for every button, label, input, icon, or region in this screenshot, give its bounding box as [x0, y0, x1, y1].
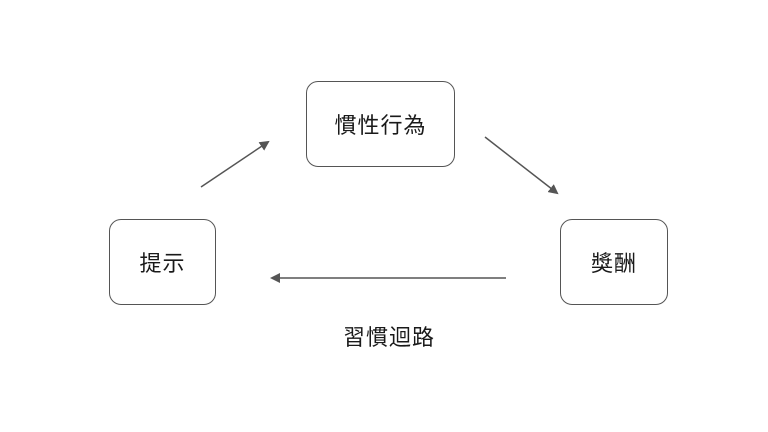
node-cue: 提示 — [109, 219, 216, 305]
node-behavior: 慣性行為 — [306, 81, 455, 167]
diagram-caption: 習慣迴路 — [342, 326, 435, 351]
arrow-cue-to-behavior — [200, 140, 270, 188]
arrow-behavior-to-reward — [484, 136, 559, 195]
node-reward: 獎酬 — [560, 219, 668, 305]
node-cue-label: 提示 — [139, 252, 186, 277]
node-reward-label: 獎酬 — [590, 252, 637, 277]
node-behavior-label: 慣性行為 — [334, 114, 427, 139]
